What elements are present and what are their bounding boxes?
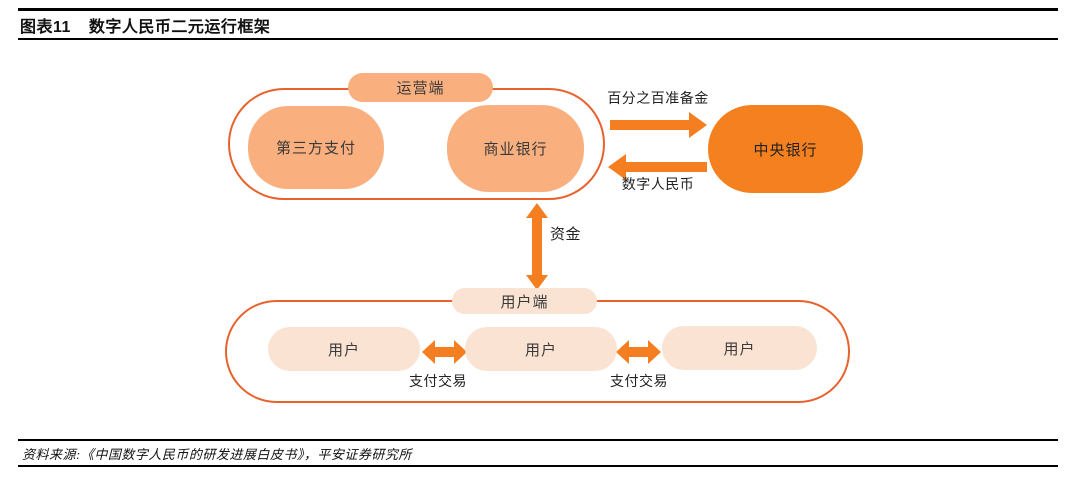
user-3-label: 用户: [723, 340, 756, 358]
user-2-label: 用户: [524, 341, 557, 359]
arrow-right-head: [454, 340, 467, 364]
arrow-left-head: [608, 154, 626, 180]
figure-header: 图表11 数字人民币二元运行框架: [20, 13, 270, 37]
third-party-payment-label: 第三方支付: [275, 140, 356, 157]
source-line: 资料来源:《中国数字人民币的研发进展白皮书》，平安证券研究所: [22, 447, 412, 462]
node-user-1: 用户: [268, 327, 420, 371]
arrow-down-head: [526, 275, 548, 290]
digital-rmb-flow-label: 数字人民币: [621, 176, 695, 192]
funds-flow-label: 资金: [550, 226, 582, 243]
node-user-3: 用户: [662, 326, 817, 370]
source-rule-top: [18, 439, 1058, 441]
arrow-left-head: [422, 340, 435, 364]
arrow-from-central-bank: [608, 154, 707, 180]
reserve-flow-label: 百分之百准备金: [607, 90, 709, 106]
figure-label: 图表11: [20, 19, 71, 36]
node-central-bank: 中央银行: [708, 105, 863, 193]
node-commercial-bank: 商业银行: [447, 105, 584, 192]
user-tag: 用户端: [452, 288, 597, 314]
payment-label-1: 支付交易: [409, 373, 467, 389]
arrow-up-head: [526, 203, 548, 218]
payment-label-2: 支付交易: [610, 373, 668, 389]
central-bank-label: 中央银行: [753, 141, 818, 159]
commercial-bank-label: 商业银行: [483, 141, 548, 158]
arrow-right-head: [689, 112, 707, 138]
user-tag-label: 用户端: [500, 293, 549, 311]
operator-tag-label: 运营端: [396, 80, 445, 97]
payment-double-arrow-2: [616, 340, 661, 364]
payment-double-arrow-1: [422, 340, 467, 364]
node-user-2: 用户: [465, 327, 617, 371]
arrow-bar: [532, 216, 542, 277]
figure-title: 数字人民币二元运行框架: [88, 19, 271, 36]
title-rule: [18, 38, 1058, 40]
top-rule: [18, 8, 1058, 11]
node-third-party-payment: 第三方支付: [248, 106, 384, 189]
arrow-bar: [433, 347, 456, 357]
arrow-right-head: [648, 340, 661, 364]
arrow-bar: [625, 162, 707, 172]
arrow-left-head: [616, 340, 629, 364]
arrow-bar: [610, 120, 690, 130]
operator-tag: 运营端: [348, 73, 493, 102]
arrow-bar: [627, 347, 650, 357]
funds-double-arrow: [526, 203, 548, 290]
user-1-label: 用户: [327, 341, 360, 359]
source-rule-bottom: [18, 465, 1058, 467]
arrow-to-central-bank: [610, 112, 707, 138]
